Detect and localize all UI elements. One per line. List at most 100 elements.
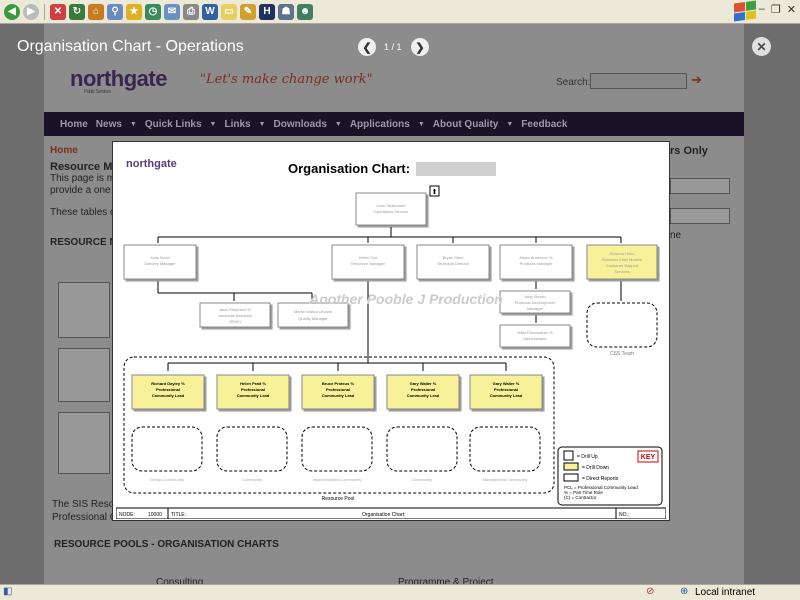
search-go-icon[interactable]: ➔ bbox=[691, 72, 702, 87]
stop-icon[interactable]: ✕ bbox=[50, 3, 66, 20]
popup-blocked-icon[interactable]: ⊘ bbox=[646, 586, 655, 597]
resource-heading: RESOURCE M bbox=[50, 237, 118, 248]
nav-quick-links[interactable]: Quick Links bbox=[144, 118, 202, 130]
password-field[interactable] bbox=[670, 208, 730, 224]
org-box-product-dev-line-1: Andy Brown bbox=[524, 294, 546, 299]
org-box-product-dev-line-3: Manager bbox=[527, 306, 543, 311]
lead-1-name: Richard Dayley % bbox=[151, 381, 185, 386]
lead-3-name: Bruce Proteus % bbox=[322, 381, 354, 386]
footer-line-1: The SIS Resou bbox=[52, 499, 120, 510]
back-icon[interactable]: ◀ bbox=[4, 3, 20, 20]
next-button[interactable]: ❯ bbox=[411, 38, 429, 56]
community-pool-3 bbox=[301, 426, 373, 472]
page-icon: ◧ bbox=[3, 586, 13, 597]
lead-box-5[interactable] bbox=[469, 374, 543, 410]
search-input[interactable] bbox=[590, 73, 687, 89]
intro-line-3: These tables c bbox=[50, 207, 116, 218]
edit-icon[interactable]: ✎ bbox=[240, 3, 256, 20]
key-drill-down-icon bbox=[563, 462, 579, 471]
lead-box-1[interactable] bbox=[131, 374, 205, 410]
home-icon[interactable]: ⌂ bbox=[88, 3, 104, 20]
org-chart-image: northgate Organisation Chart: John Seabr… bbox=[116, 158, 666, 519]
pool-label-5: Management Community bbox=[483, 477, 528, 482]
minimize-icon[interactable]: – bbox=[758, 3, 765, 15]
pool-link-consulting[interactable]: Consulting bbox=[156, 577, 204, 588]
nav-about-quality[interactable]: About Quality bbox=[432, 118, 499, 130]
chart-footer bbox=[116, 507, 666, 519]
logo-subtext: Public Services bbox=[84, 89, 111, 95]
nav-news[interactable]: News bbox=[95, 118, 122, 130]
org-box-technical-name: Bryan Steel bbox=[443, 255, 464, 260]
lead-4-role-1: Professional bbox=[411, 387, 435, 392]
chevron-right-icon: ❯ bbox=[415, 41, 425, 54]
favorites-icon[interactable]: ★ bbox=[126, 3, 142, 20]
footer-node-value: 10000 bbox=[148, 512, 162, 518]
h-icon[interactable]: H bbox=[259, 3, 275, 20]
drill-up-arrow: ⬆ bbox=[432, 188, 438, 196]
pool-label-1: Design Community bbox=[150, 477, 184, 482]
breadcrumb[interactable]: Home bbox=[50, 145, 78, 156]
lead-box-2[interactable] bbox=[216, 374, 290, 410]
org-box-support[interactable] bbox=[586, 244, 658, 280]
footer-text: The SIS Resou Professional C bbox=[52, 498, 120, 524]
chevron-down-icon: ▼ bbox=[506, 120, 514, 128]
nav-applications[interactable]: Applications bbox=[349, 118, 410, 130]
key-drill-down: = Drill Down bbox=[582, 465, 609, 471]
org-box-technical-role: Technical Director bbox=[437, 261, 469, 266]
nav-links[interactable]: Links bbox=[224, 118, 251, 130]
lightbox-title: Organisation Chart - Operations bbox=[17, 38, 244, 55]
org-box-products-name: Adam Anderson % bbox=[519, 255, 553, 260]
key-box bbox=[557, 446, 663, 506]
lead-1-role-1: Professional bbox=[156, 387, 180, 392]
refresh-icon[interactable]: ↻ bbox=[69, 3, 85, 20]
side-fragment: ne bbox=[670, 230, 682, 241]
close-window-icon[interactable]: ✕ bbox=[786, 4, 796, 16]
lead-box-4[interactable] bbox=[386, 374, 460, 410]
org-box-products-role: Products Manager bbox=[520, 261, 553, 266]
pool-link-programme[interactable]: Programme & Project bbox=[398, 577, 494, 588]
nav-home[interactable]: Home bbox=[60, 118, 88, 130]
footer-node-label: NODE: bbox=[119, 512, 135, 518]
chevron-down-icon: ▼ bbox=[334, 120, 342, 128]
word-icon[interactable]: W bbox=[202, 3, 218, 20]
nav-feedback[interactable]: Feedback bbox=[521, 118, 568, 130]
toolbar-divider bbox=[44, 3, 45, 20]
chevron-left-icon: ❮ bbox=[362, 41, 372, 54]
org-box-delivery-role: Delivery Manager bbox=[144, 261, 176, 266]
pools-heading: RESOURCE POOLS - ORGANISATION CHARTS bbox=[54, 539, 279, 550]
community-pool-5 bbox=[469, 426, 541, 472]
prev-button[interactable]: ❮ bbox=[358, 38, 376, 56]
thumbnail-1[interactable] bbox=[58, 282, 110, 338]
thumbnail-2[interactable] bbox=[58, 348, 110, 402]
note-icon[interactable]: ▭ bbox=[221, 3, 237, 20]
org-box-accounts-line-2: Accounts Assistant bbox=[218, 313, 252, 318]
org-box-admin-name: Nikki Fairweather % bbox=[517, 330, 553, 335]
thumbnail-3[interactable] bbox=[58, 412, 110, 474]
people-icon[interactable]: ☗ bbox=[278, 3, 294, 20]
history-icon[interactable]: ◷ bbox=[145, 3, 161, 20]
nav-downloads[interactable]: Downloads bbox=[273, 118, 327, 130]
username-field[interactable] bbox=[670, 178, 730, 194]
restore-icon[interactable]: ❐ bbox=[770, 4, 781, 16]
lead-box-3[interactable] bbox=[301, 374, 375, 410]
community-pools bbox=[131, 426, 541, 472]
org-box-admin-role: Administrator bbox=[523, 336, 547, 341]
forward-icon[interactable]: ▶ bbox=[23, 3, 39, 20]
intro-line-1: This page is m bbox=[50, 173, 116, 184]
messenger-icon[interactable]: ☻ bbox=[297, 3, 313, 20]
mail-icon[interactable]: ✉ bbox=[164, 3, 180, 20]
footer-no-label: NO.: bbox=[619, 512, 629, 518]
print-icon[interactable]: ⎙ bbox=[183, 3, 199, 20]
key-drill-up: = Drill Up bbox=[577, 454, 598, 460]
logo-text: northgate bbox=[70, 66, 167, 91]
drill-up-icon[interactable] bbox=[429, 185, 440, 197]
css-team-label: CSS Team bbox=[610, 351, 634, 357]
close-button[interactable]: ✕ bbox=[752, 37, 771, 56]
search-icon[interactable]: ⚲ bbox=[107, 3, 123, 20]
status-bar: ◧ ⊘ ⊕ bbox=[0, 584, 800, 600]
pool-label-3: Implementation Community bbox=[313, 477, 362, 482]
section-heading: Resource M bbox=[50, 161, 113, 173]
key-direct-reports-icon bbox=[563, 473, 579, 482]
org-box-product-dev-line-2: Products Development bbox=[515, 300, 556, 305]
